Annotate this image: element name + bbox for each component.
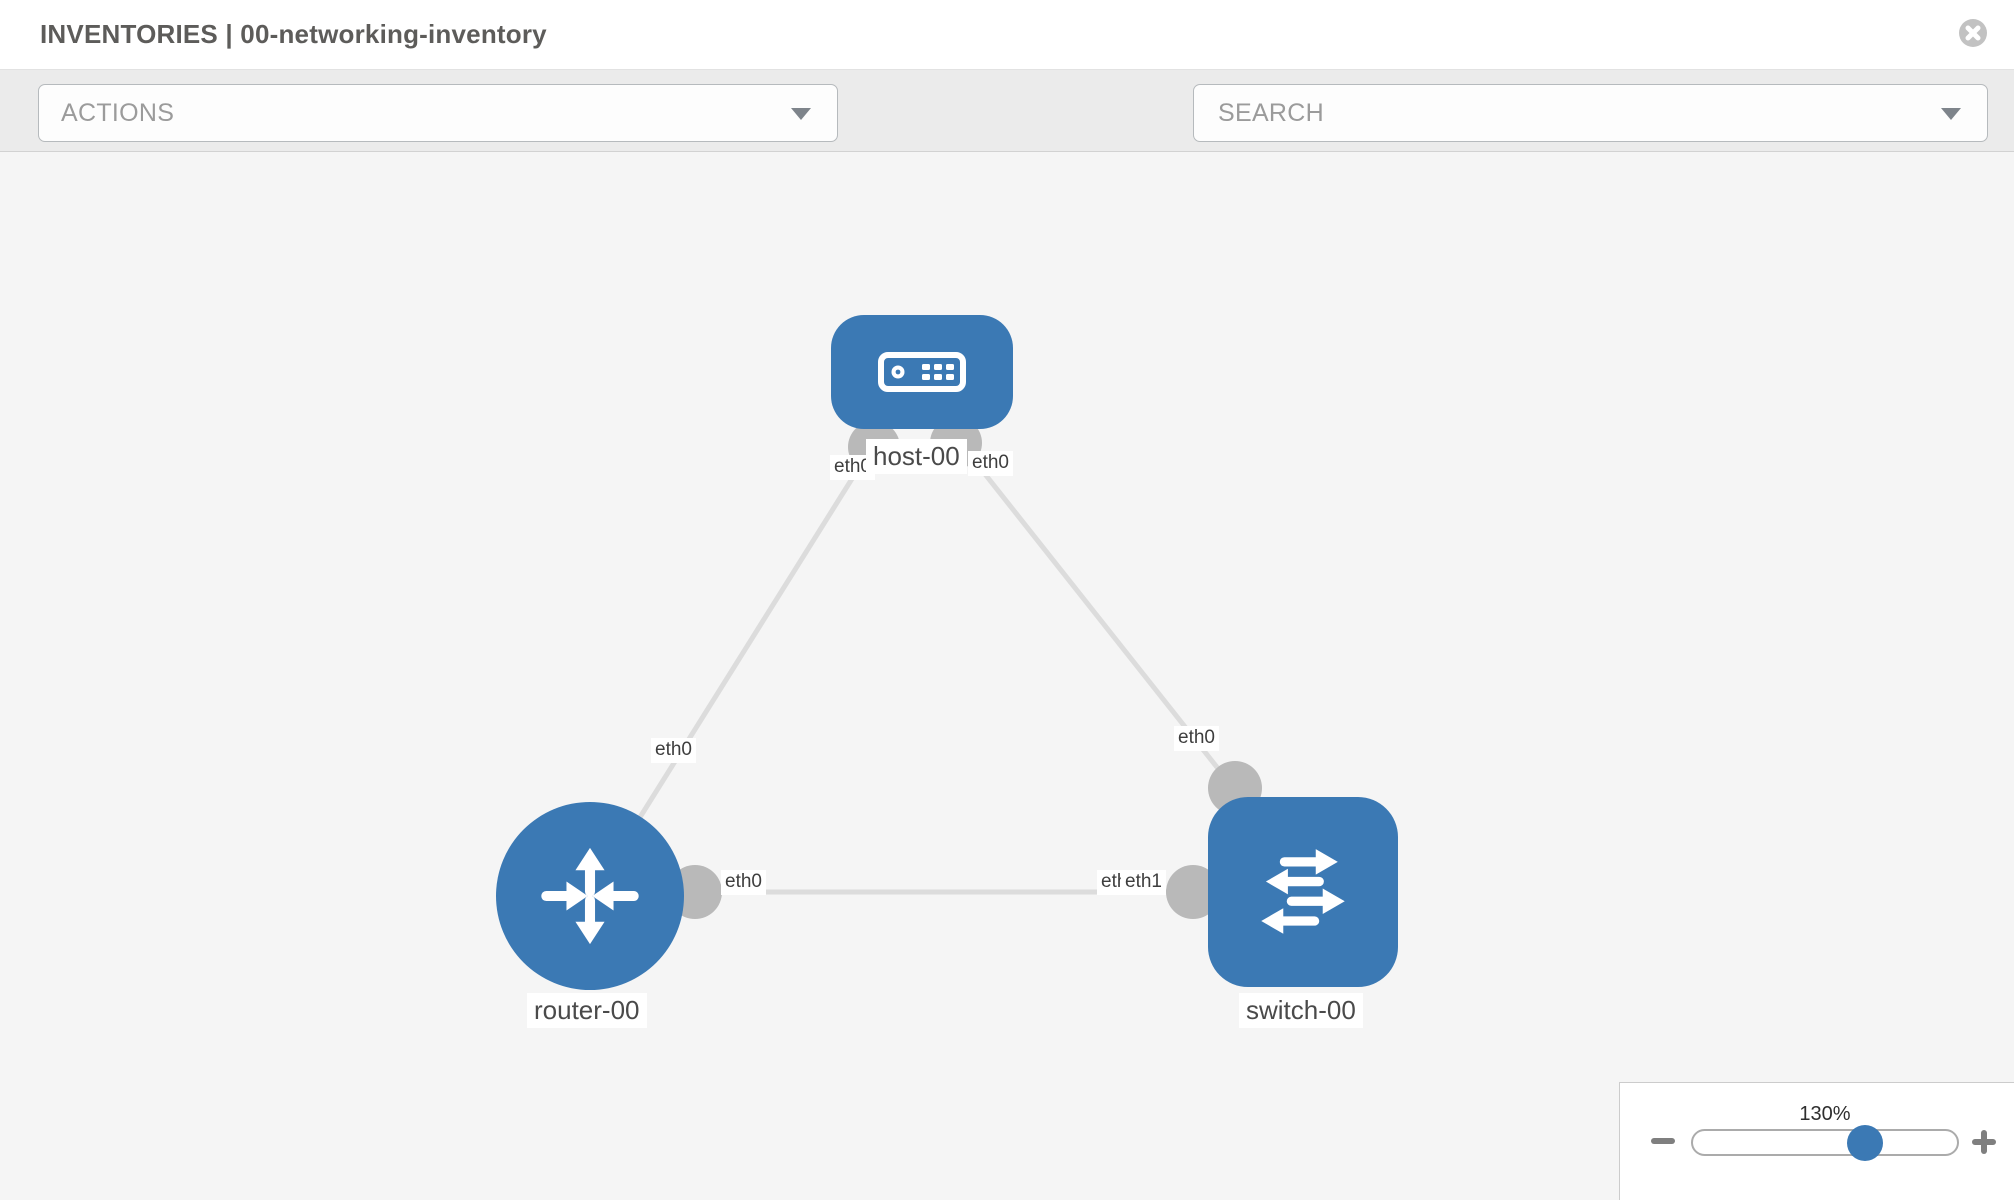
iface-label: eth1	[1121, 870, 1166, 895]
close-button[interactable]	[1958, 18, 1988, 48]
node-switch-00[interactable]	[1208, 797, 1398, 987]
search-dropdown[interactable]: SEARCH	[1193, 84, 1988, 142]
page-title: INVENTORIES | 00-networking-inventory	[40, 19, 547, 49]
link-host-router	[609, 440, 878, 864]
zoom-slider-handle[interactable]	[1846, 1124, 1883, 1161]
node-host-00[interactable]	[831, 315, 1013, 429]
close-icon	[1959, 19, 1987, 47]
actions-dropdown[interactable]: ACTIONS	[38, 84, 838, 142]
iface-label: eth0	[651, 738, 696, 763]
router-icon	[541, 847, 639, 945]
switch-icon	[1261, 849, 1345, 934]
actions-dropdown-label: ACTIONS	[61, 98, 175, 127]
zoom-slider-track[interactable]	[1691, 1124, 1959, 1161]
zoom-control-panel: 130%	[1619, 1082, 2014, 1200]
iface-label: eth0	[1174, 726, 1219, 751]
node-label-switch-00: switch-00	[1239, 993, 1363, 1028]
caret-down-icon	[1941, 108, 1961, 120]
header: INVENTORIES | 00-networking-inventory	[0, 0, 2014, 70]
node-label-router-00: router-00	[527, 993, 647, 1028]
node-router-00[interactable]	[496, 802, 684, 990]
connector-switch-left	[1166, 865, 1220, 919]
links-layer	[609, 417, 1262, 919]
zoom-in-button plus-icon[interactable]	[1971, 1129, 1997, 1155]
node-label-host-00: host-00	[866, 439, 967, 474]
iface-label: eth0	[721, 870, 766, 895]
zoom-level-label: 130%	[1799, 1103, 1851, 1125]
host-icon	[878, 352, 966, 392]
topology-canvas[interactable]: eth0 eth0 eth0 eth0 eth0 eth0 eth1 host-…	[0, 152, 2014, 1200]
search-dropdown-label: SEARCH	[1218, 98, 1324, 127]
iface-label: eth0	[968, 451, 1013, 476]
toolbar: ACTIONS SEARCH	[0, 70, 2014, 203]
caret-down-icon	[791, 108, 811, 120]
zoom-out-button minus-icon[interactable]	[1651, 1138, 1675, 1144]
